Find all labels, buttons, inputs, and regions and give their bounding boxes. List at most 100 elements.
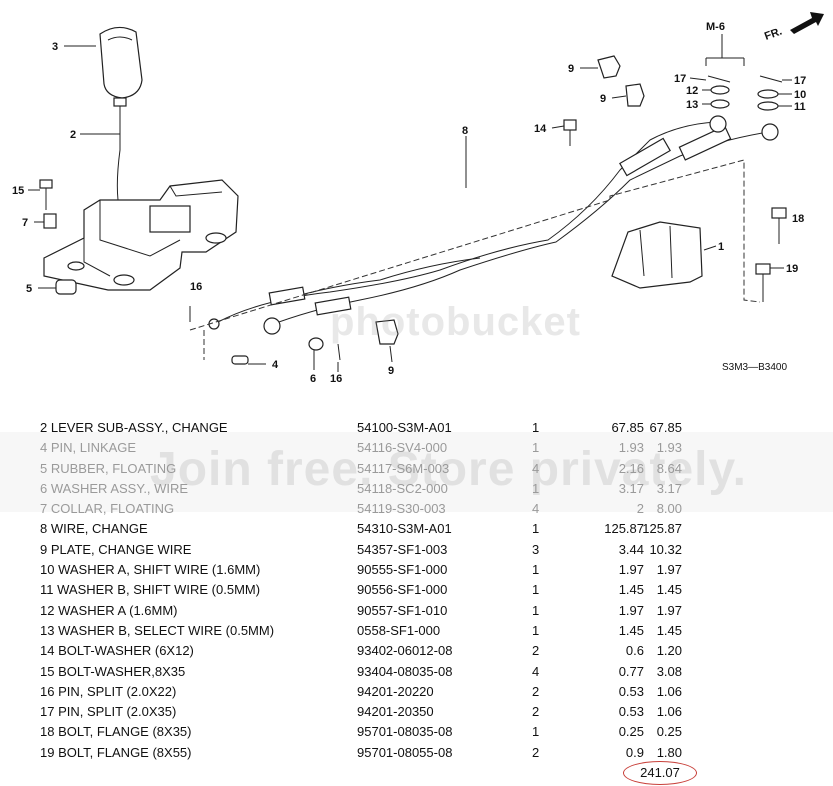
linkage-pin-4: [231, 355, 249, 365]
unit-price: 0.9: [625, 744, 644, 760]
callout-7: 7: [22, 217, 28, 229]
unit-price: 1.97: [618, 602, 644, 618]
part-quantity: 4: [532, 460, 540, 476]
part-number: 54116-SV4-000: [357, 440, 448, 456]
part-number: 94201-20350: [357, 704, 434, 720]
part-number: 93404-08035-08: [357, 663, 453, 679]
unit-price: 0.53: [618, 704, 644, 720]
part-quantity: 1: [532, 440, 540, 456]
unit-price: 2.16: [618, 460, 644, 476]
unit-price: 0.53: [618, 683, 644, 699]
part-number: 54119-S30-003: [357, 501, 446, 517]
bolt-19: [755, 263, 771, 302]
part-number: 95701-08035-08: [357, 724, 453, 740]
split-pin-16-b: [337, 343, 341, 361]
watermark-brand: photobucket: [330, 300, 581, 344]
washer-6: [308, 337, 324, 351]
part-description: 2 LEVER SUB-ASSY., CHANGE: [40, 420, 228, 435]
part-row: 13 WASHER B, SELECT WIRE (0.5MM)0558-SF1…: [40, 621, 720, 641]
callout-10: 10: [794, 89, 806, 101]
washer-12: [710, 85, 730, 95]
part-description: 7 COLLAR, FLOATING: [40, 501, 175, 517]
part-quantity: 2: [532, 683, 540, 699]
callout-17-a: 17: [674, 73, 686, 85]
callout-19: 19: [786, 263, 798, 275]
callout-1: 1: [718, 241, 724, 253]
callout-9-b: 9: [600, 93, 606, 105]
part-description: 8 WIRE, CHANGE: [40, 521, 148, 537]
unit-price: 0.77: [618, 663, 644, 679]
callout-12: 12: [686, 85, 698, 97]
split-pin-17-a: [707, 75, 731, 83]
callout-3: 3: [52, 41, 58, 53]
line-total: 8.00: [656, 501, 682, 517]
line-total: 67.85: [649, 420, 682, 435]
part-quantity: 2: [532, 744, 540, 760]
part-description: 18 BOLT, FLANGE (8X35): [40, 724, 192, 740]
callout-4: 4: [272, 359, 279, 371]
line-total: 1.93: [656, 440, 682, 456]
grand-total: 241.07: [623, 761, 697, 785]
part-quantity: 1: [532, 420, 540, 435]
unit-price: 3.17: [618, 480, 644, 496]
front-direction-label: FR.: [763, 25, 784, 42]
part-number: 90555-SF1-000: [357, 562, 448, 578]
section-ref: M-6: [706, 21, 725, 33]
part-description: 9 PLATE, CHANGE WIRE: [40, 541, 192, 557]
callout-16-a: 16: [190, 281, 202, 293]
part-number: 94201-20220: [357, 683, 434, 699]
part-description: 17 PIN, SPLIT (2.0X35): [40, 704, 177, 720]
callout-17-b: 17: [794, 75, 806, 87]
part-description: 4 PIN, LINKAGE: [40, 440, 137, 456]
part-quantity: 4: [532, 663, 540, 679]
part-number: 54357-SF1-003: [357, 541, 448, 557]
unit-price: 0.25: [618, 724, 644, 740]
unit-price: 1.45: [618, 622, 644, 638]
unit-price: 125.87: [604, 521, 644, 537]
part-number: 90557-SF1-010: [357, 602, 448, 618]
part-row: 4 PIN, LINKAGE 54116-SV4-000 1 1.93 1.93: [40, 438, 720, 458]
callout-13: 13: [686, 99, 698, 111]
line-total: 125.87: [642, 521, 682, 537]
callout-8: 8: [462, 125, 468, 137]
unit-price: 1.93: [618, 440, 644, 456]
line-total: 1.20: [656, 643, 682, 659]
part-description: 11 WASHER B, SHIFT WIRE (0.5MM): [40, 582, 261, 598]
bolt-14: [563, 119, 577, 146]
callout-16-b: 16: [330, 373, 342, 385]
bolt-15: [39, 179, 53, 210]
unit-price: 1.97: [618, 562, 644, 578]
front-arrow: [790, 12, 824, 34]
callout-9-c: 9: [388, 365, 394, 377]
callout-2: 2: [70, 129, 76, 141]
collar-7: [43, 213, 57, 229]
unit-price: 3.44: [618, 541, 644, 557]
line-total: 1.45: [656, 622, 682, 638]
plate-9-b: [625, 83, 645, 107]
callout-14: 14: [534, 123, 547, 135]
part-number: 90556-SF1-000: [357, 582, 448, 598]
part-number: 54310-S3M-A01: [357, 521, 452, 537]
callout-6: 6: [310, 373, 316, 385]
unit-price: 2: [636, 501, 644, 517]
plate-9-a: [597, 55, 621, 79]
part-description: 14 BOLT-WASHER (6X12): [40, 643, 194, 659]
part-description: 10 WASHER A, SHIFT WIRE (1.6MM): [40, 562, 261, 578]
washer-10: [757, 89, 779, 99]
part-number: 54100-S3M-A01: [357, 420, 452, 435]
line-total: 1.45: [656, 582, 682, 598]
part-number: 95701-08055-08: [357, 744, 453, 760]
plate-9-c: [375, 319, 399, 345]
washer-13: [710, 99, 730, 109]
unit-price: 67.85: [611, 420, 644, 435]
line-total: 3.17: [656, 480, 682, 496]
drawing-code: S3M3—B3400: [722, 362, 787, 373]
part-number: 93402-06012-08: [357, 643, 453, 659]
